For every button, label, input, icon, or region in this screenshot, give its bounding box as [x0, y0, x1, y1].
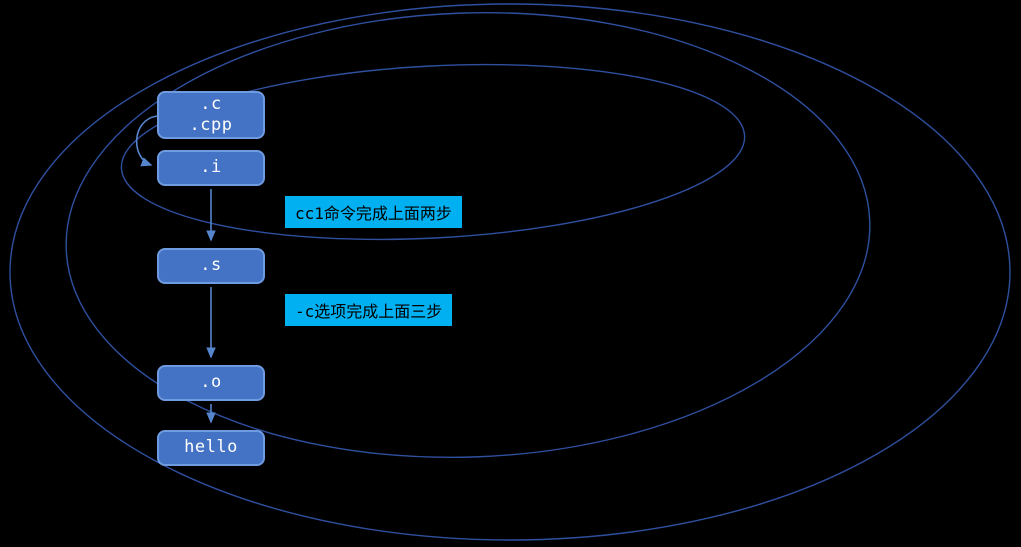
box-object-label: .o: [200, 372, 222, 393]
box-assembly-label: .s: [200, 255, 222, 276]
box-source-files: .c .cpp: [157, 91, 265, 139]
box-preprocessed-file: .i: [157, 150, 265, 186]
box-object-file: .o: [157, 365, 265, 401]
ellipse-outer-scope: [9, 3, 1011, 541]
arrow-source-to-i: [135, 115, 158, 167]
annotation-cc1-note: cc1命令完成上面两步: [285, 196, 462, 228]
annotation-c-option-note: -c选项完成上面三步: [285, 294, 453, 326]
box-assembly-file: .s: [157, 248, 265, 284]
box-source-line-c: .c: [200, 93, 222, 114]
ellipse-middle-scope: [65, 11, 871, 459]
box-executable-file: hello: [157, 430, 265, 466]
box-preprocessed-label: .i: [200, 157, 222, 178]
box-source-line-cpp: .cpp: [189, 115, 233, 135]
ellipse-inner-scope: [120, 63, 746, 241]
box-executable-label: hello: [184, 437, 238, 458]
